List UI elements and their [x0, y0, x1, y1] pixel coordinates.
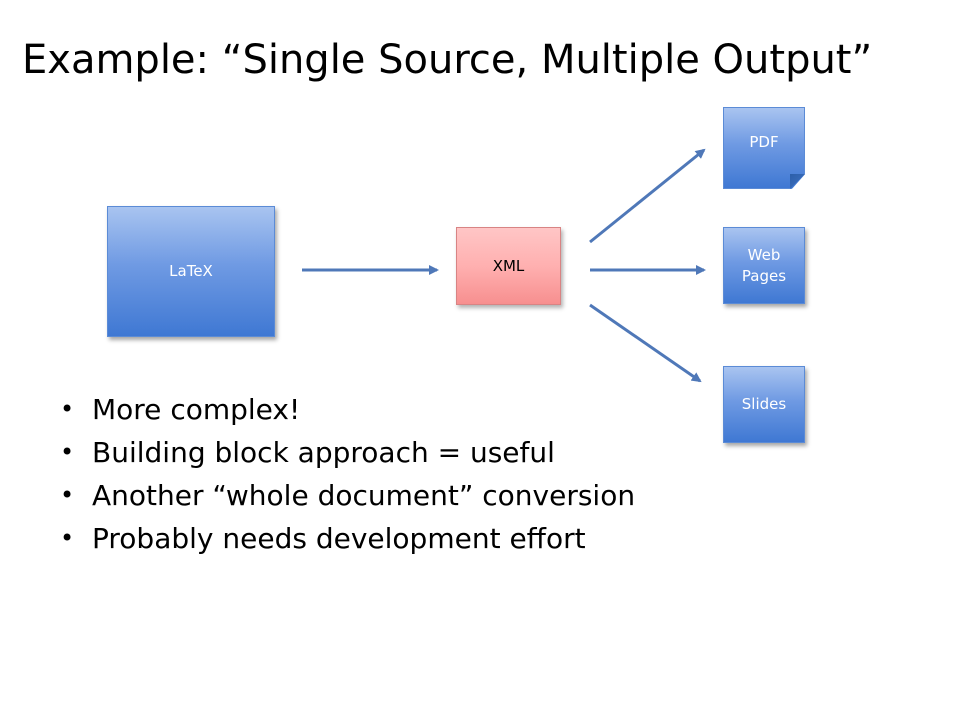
web-pages-label: Web Pages: [741, 245, 787, 285]
pdf-label: PDF: [749, 132, 779, 151]
xml-label: XML: [492, 256, 525, 275]
bullet-item: •Probably needs development effort: [60, 517, 635, 560]
bullet-dot-icon: •: [60, 438, 75, 466]
bullet-dot-icon: •: [60, 481, 75, 509]
web-pages-node: Web Pages: [723, 227, 805, 304]
bullet-item: •Building block approach = useful: [60, 431, 635, 474]
slide-title: Example: “Single Source, Multiple Output…: [22, 37, 873, 83]
bullet-list: •More complex! •Building block approach …: [60, 388, 635, 560]
latex-node: LaTeX: [107, 206, 275, 337]
arrow-xml-to-slides: [589, 303, 702, 383]
latex-label: LaTeX: [169, 262, 213, 280]
slides-label: Slides: [741, 395, 787, 413]
bullet-dot-icon: •: [60, 395, 75, 423]
bullet-dot-icon: •: [60, 524, 75, 552]
arrow-xml-to-pdf: [589, 148, 706, 244]
slides-node: Slides: [723, 366, 805, 443]
bullet-item: •Another “whole document” conversion: [60, 474, 635, 517]
xml-node: XML: [456, 227, 561, 305]
bullet-item: •More complex!: [60, 388, 635, 431]
